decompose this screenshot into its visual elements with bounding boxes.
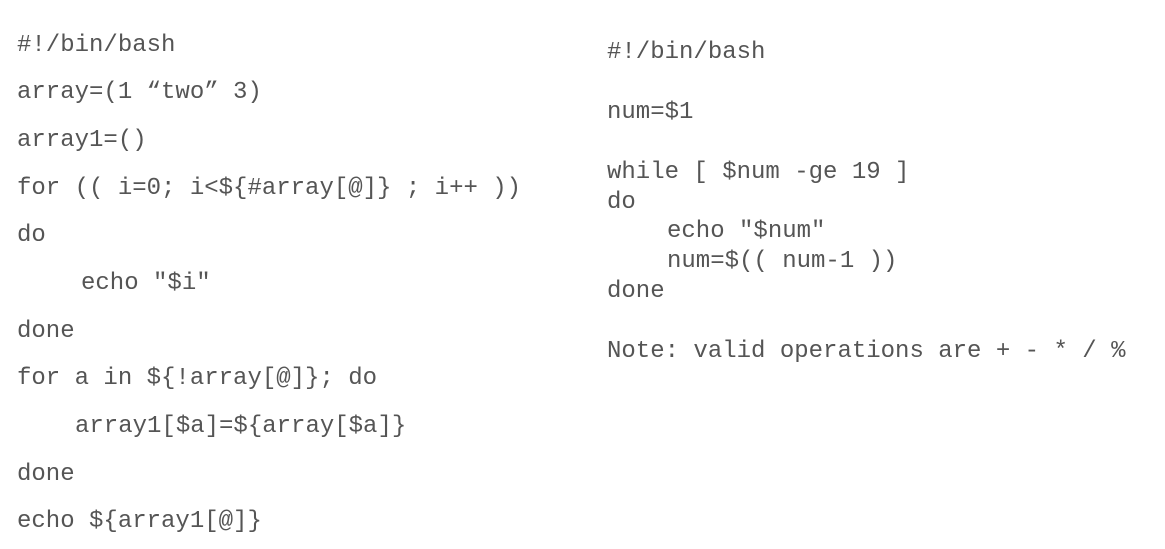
code-line: do [607,189,636,216]
code-line: echo "$num" [667,218,826,245]
code-line: array1[$a]=${array[$a]} [75,413,407,440]
code-line: #!/bin/bash [17,32,176,59]
right-code-block: #!/bin/bash num=$1 while [ $num -ge 19 ]… [590,0,1165,549]
code-line: done [607,278,665,305]
code-line: echo "$i" [81,270,211,297]
left-code-block: #!/bin/bash array=(1 “two” 3) array1=() … [17,32,522,535]
note-line: Note: valid operations are + - * / % [607,338,1126,365]
code-line: array=(1 “two” 3) [17,79,262,106]
code-line: do [17,222,46,249]
code-line: done [17,461,75,488]
code-line: array1=() [17,127,147,154]
code-line: for a in ${!array[@]}; do [17,365,378,392]
code-line: while [ $num -ge 19 ] [607,159,910,186]
code-line: num=$(( num-1 )) [667,248,898,275]
code-line: done [17,318,75,345]
code-line: echo ${array1[@]} [17,508,262,535]
code-line: for (( i=0; i<${#array[@]} ; i++ )) [17,175,522,202]
code-line: num=$1 [607,99,694,126]
code-line: #!/bin/bash [607,39,766,66]
